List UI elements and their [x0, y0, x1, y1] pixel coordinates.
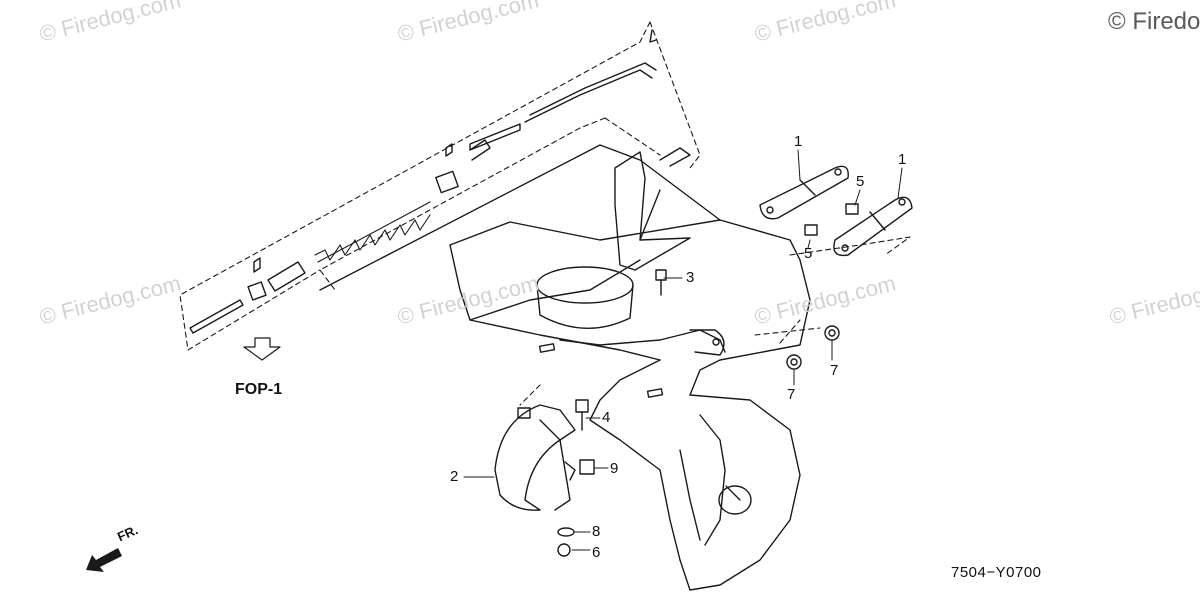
nut-7b	[824, 325, 840, 341]
down-arrow-icon	[243, 337, 281, 361]
return-spring	[314, 201, 431, 263]
bolt-5b	[804, 224, 818, 236]
pin-rod	[189, 299, 244, 334]
corner-watermark: © Firedo	[1108, 8, 1200, 35]
fop-reference-label: FOP-1	[235, 381, 283, 398]
bolt-4	[575, 399, 589, 431]
leader-lines	[463, 149, 903, 551]
callout-2: 2	[450, 468, 459, 485]
bucket-bracket-2	[494, 404, 576, 511]
callout-1: 1	[898, 151, 907, 168]
callout-7: 7	[830, 362, 839, 379]
snap-clip	[649, 29, 691, 167]
nut-7a	[786, 354, 802, 370]
bracket-plate-1a	[759, 165, 849, 220]
callout-8: 8	[592, 523, 601, 540]
callout-5: 5	[856, 173, 865, 190]
callout-7: 7	[787, 386, 796, 403]
washer-8	[557, 527, 575, 537]
small-bolt	[253, 143, 453, 273]
callout-9: 9	[610, 460, 619, 477]
joint-block	[267, 261, 306, 292]
bolt-5a	[845, 203, 859, 215]
callout-1: 1	[794, 133, 803, 150]
dashed-assembly-outline	[179, 21, 911, 406]
callout-5: 5	[804, 245, 813, 262]
bolt-3	[655, 269, 667, 296]
spring-collar	[435, 170, 459, 194]
callout-3: 3	[686, 269, 695, 286]
nut-6	[557, 543, 571, 557]
linkage-rod	[469, 62, 657, 161]
bracket-plate-1b	[833, 196, 913, 257]
spacer	[247, 281, 267, 301]
front-direction-arrow-icon	[86, 548, 122, 572]
diagram-code: 7504−Y0700	[951, 564, 1042, 581]
callout-4: 4	[602, 409, 611, 426]
callout-6: 6	[592, 544, 601, 561]
frame-body	[319, 144, 811, 591]
collar-9	[579, 459, 595, 475]
